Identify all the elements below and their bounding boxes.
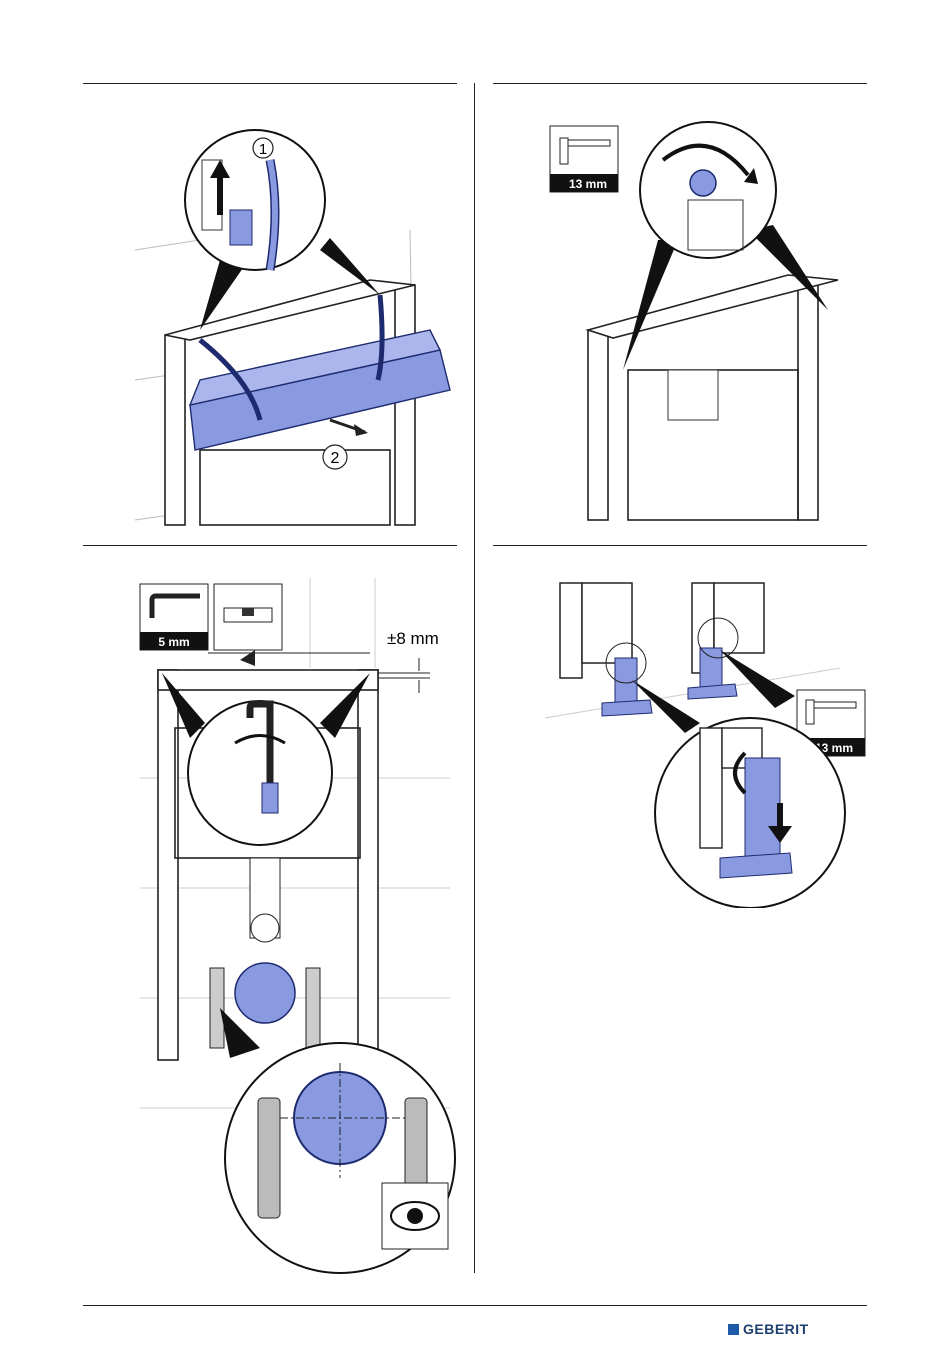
footer-rule — [83, 1305, 867, 1306]
step3-illustration: 5 mm ±8 mm — [130, 578, 460, 1278]
step1-drawing: 2 1 — [130, 120, 460, 530]
column-divider — [474, 83, 475, 1273]
top-rule-left — [83, 83, 457, 84]
step2-drawing: 13 mm — [548, 120, 848, 530]
top-rule-right — [493, 83, 867, 84]
geberit-logo: GEBERIT — [728, 1320, 809, 1338]
eye-icon — [382, 1183, 448, 1249]
callout-2: 2 — [331, 450, 340, 467]
mid-rule-left — [83, 545, 457, 546]
step1-illustration: 2 1 — [130, 120, 460, 530]
step3-drawing: 5 mm ±8 mm — [130, 578, 460, 1278]
tolerance-label: ±8 mm — [387, 629, 439, 648]
mid-rule-right — [493, 545, 867, 546]
step2-tool-size: 13 mm — [569, 177, 607, 191]
step3-tool-size: 5 mm — [158, 635, 189, 649]
logo-square — [728, 1324, 739, 1335]
logo-text: GEBERIT — [743, 1321, 809, 1337]
step4-illustration: 13 mm — [540, 578, 870, 908]
step2-illustration: 13 mm — [548, 120, 848, 530]
step4-drawing: 13 mm — [540, 578, 870, 908]
callout-1: 1 — [259, 141, 267, 158]
spirit-level-icon — [214, 584, 282, 650]
